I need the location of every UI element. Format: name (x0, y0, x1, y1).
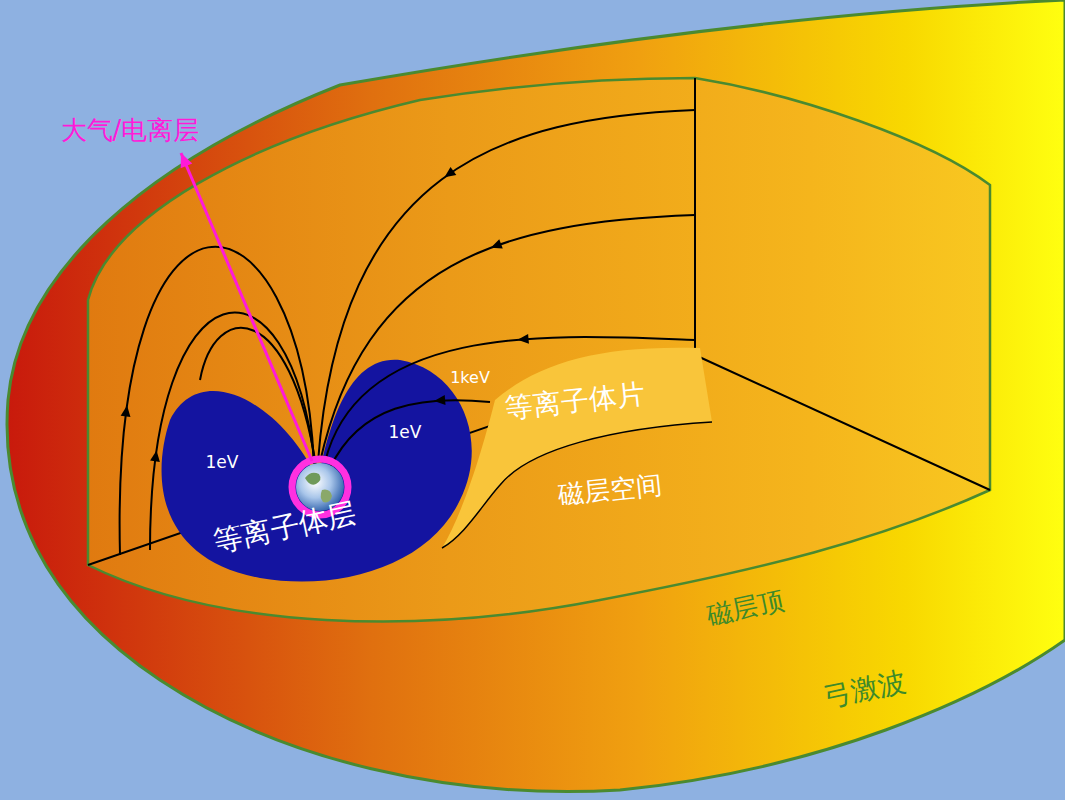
region-shape (7, 0, 1065, 792)
field-line (150, 313, 315, 550)
arrowhead (181, 153, 193, 168)
region-shape (88, 78, 990, 622)
field-line (330, 400, 490, 468)
ionosphere-ring (292, 459, 348, 515)
region-shape (162, 360, 472, 582)
earth-globe (296, 463, 344, 511)
continent (321, 490, 332, 503)
arrowhead (445, 167, 457, 177)
region-shape (442, 348, 712, 548)
field-line (320, 215, 695, 462)
region-shape (442, 422, 712, 548)
arrowhead (491, 239, 503, 248)
continent (305, 473, 320, 485)
field-lines (120, 110, 695, 555)
earth (292, 459, 348, 515)
arrowhead (518, 334, 529, 344)
region-label: 1eV (206, 453, 239, 472)
region-label: 1eV (389, 423, 422, 442)
field-line (200, 328, 316, 466)
region-label: 大气/电离层 (61, 116, 200, 145)
field-line (318, 110, 695, 462)
field-line (325, 337, 695, 462)
arrowhead (150, 450, 160, 462)
leader-line (181, 153, 312, 461)
magnetosphere-region: 磁层空间磁层顶1keV等离子体片1eV1eV等离子体层 (86, 76, 992, 646)
region-label: 磁层顶 (704, 586, 786, 630)
region-label: 1keV (450, 369, 490, 387)
plasma-sheet-region: 1keV等离子体片 (438, 338, 715, 552)
arrowhead (434, 395, 445, 405)
arrowhead (121, 406, 131, 418)
